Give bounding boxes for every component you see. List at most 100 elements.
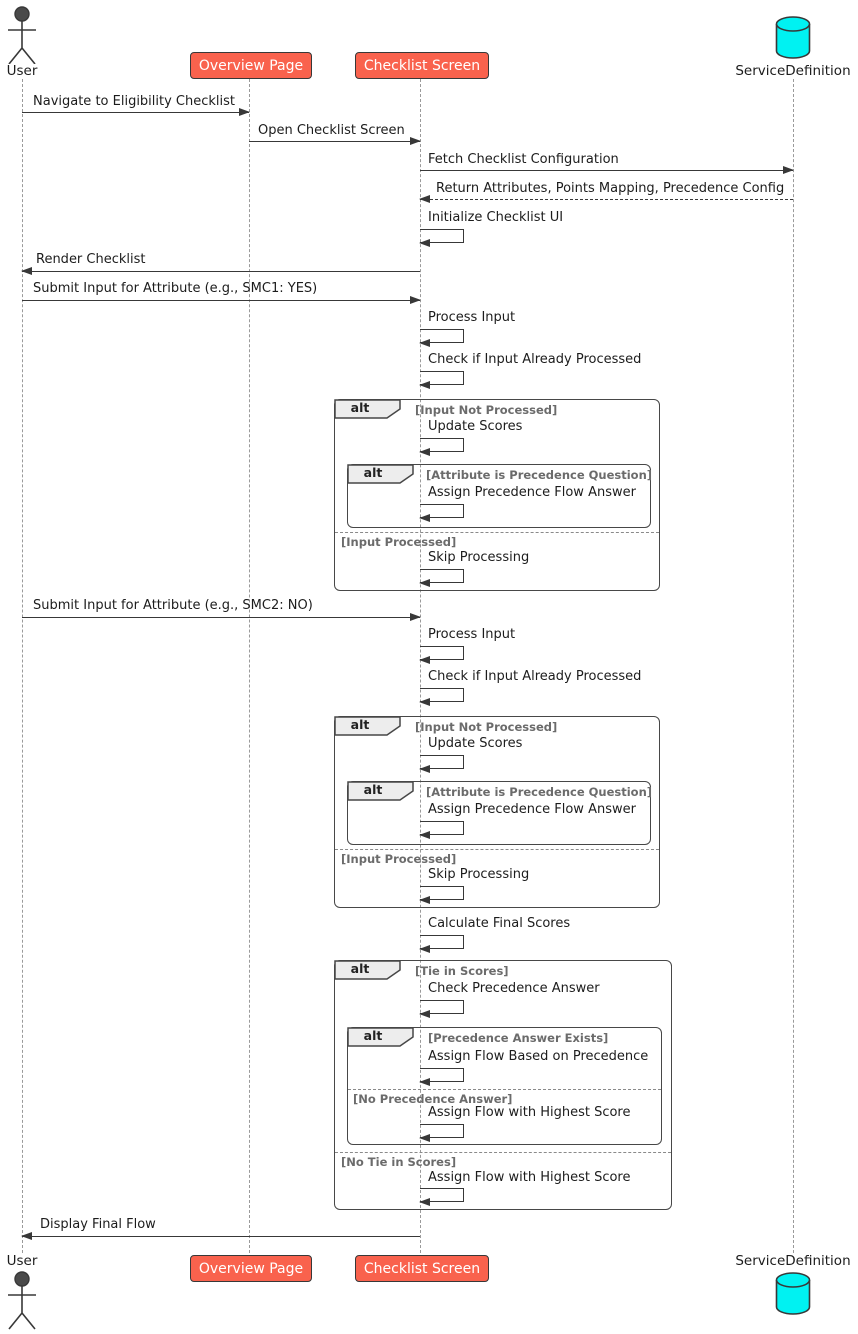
- message-arrow: [21, 1232, 420, 1241]
- database-icon: [775, 16, 811, 59]
- message-label: Calculate Final Scores: [428, 916, 571, 931]
- guard-label: [Input Not Processed]: [415, 403, 558, 417]
- arrowhead-left: [419, 380, 430, 389]
- message-label: Submit Input for Attribute (e.g., SMC1: …: [33, 281, 318, 296]
- arrowhead-right: [783, 166, 794, 175]
- message-label: Assign Precedence Flow Answer: [428, 485, 636, 500]
- alt-frame-2-nested: alt [Attribute is Precedence Question]: [347, 781, 653, 845]
- arrowhead-left: [419, 1009, 430, 1018]
- participant-label: Overview Page: [198, 1260, 304, 1277]
- participant-label: Overview Page: [198, 57, 304, 74]
- guard-label: [No Precedence Answer]: [353, 1092, 513, 1106]
- self-message-arrow: [419, 438, 464, 456]
- self-message-arrow: [419, 1124, 464, 1142]
- alt-tab: alt: [347, 464, 415, 484]
- message-label: Display Final Flow: [40, 1217, 156, 1232]
- arrowhead-right: [239, 108, 250, 117]
- message-label: Navigate to Eligibility Checklist: [33, 94, 236, 109]
- participant-overview-page-bottom: Overview Page: [190, 1255, 312, 1282]
- actor-label-top: User: [6, 63, 38, 79]
- alt-tab-label: alt: [350, 717, 370, 732]
- guard-label: [Attribute is Precedence Question]: [426, 468, 653, 482]
- message-label: Check if Input Already Processed: [428, 669, 642, 684]
- self-message-arrow: [419, 371, 464, 389]
- alt-tab-label: alt: [363, 782, 383, 797]
- alt-tab: alt: [347, 781, 415, 801]
- lifeline-checklist-screen: [419, 79, 421, 1253]
- arrowhead-left: [419, 338, 430, 347]
- alt-tab: alt: [334, 960, 402, 980]
- arrowhead-left: [419, 447, 430, 456]
- database-label-bottom: ServiceDefinition: [735, 1253, 851, 1269]
- alt-divider: [335, 1152, 671, 1153]
- alt-tab-label: alt: [350, 961, 370, 976]
- message-label: Skip Processing: [428, 550, 530, 565]
- participant-label: Checklist Screen: [363, 1260, 481, 1277]
- guard-label: [No Tie in Scores]: [341, 1155, 457, 1169]
- arrowhead-left: [419, 1077, 430, 1086]
- alt-tab-label: alt: [363, 465, 383, 480]
- guard-label: [Tie in Scores]: [415, 964, 509, 978]
- self-message-arrow: [419, 821, 464, 839]
- message-label: Update Scores: [428, 736, 523, 751]
- self-message-arrow: [419, 1000, 464, 1018]
- self-message-arrow: [419, 1068, 464, 1086]
- alt-frame-3: alt [Tie in Scores] [No Tie in Scores]: [334, 960, 672, 1210]
- alt-tab: alt: [347, 1027, 415, 1047]
- guard-label: [Input Processed]: [341, 535, 457, 549]
- guard-label: [Attribute is Precedence Question]: [426, 785, 653, 799]
- arrowhead-left: [419, 830, 430, 839]
- alt-divider: [335, 532, 659, 533]
- alt-tab: alt: [334, 399, 402, 419]
- arrowhead-left: [21, 267, 32, 276]
- message-label: Process Input: [428, 627, 516, 642]
- message-arrow: [249, 137, 421, 146]
- arrowhead-left: [419, 513, 430, 522]
- arrowhead-left: [419, 578, 430, 587]
- self-message-arrow: [419, 688, 464, 706]
- message-label: Assign Precedence Flow Answer: [428, 802, 636, 817]
- alt-frame-2: alt [Input Not Processed] [Input Process…: [334, 716, 660, 908]
- self-message-arrow: [419, 329, 464, 347]
- arrowhead-right: [410, 613, 421, 622]
- alt-frame-3-nested: alt [Precedence Answer Exists] [No Prece…: [347, 1027, 662, 1145]
- database-icon: [775, 1272, 811, 1315]
- arrowhead-left: [419, 195, 430, 204]
- return-message-arrow: [419, 195, 793, 204]
- message-label: Check if Input Already Processed: [428, 352, 642, 367]
- alt-frame-1-nested: alt [Attribute is Precedence Question]: [347, 464, 653, 528]
- arrowhead-right: [410, 296, 421, 305]
- self-message-arrow: [419, 755, 464, 773]
- alt-tab-label: alt: [350, 400, 370, 415]
- arrowhead-left: [419, 655, 430, 664]
- message-label: Check Precedence Answer: [428, 981, 600, 996]
- arrowhead-left: [21, 1232, 32, 1241]
- lifeline-servicedefinition: [792, 79, 794, 1253]
- actor-label-bottom: User: [6, 1253, 38, 1269]
- message-label: Initialize Checklist UI: [428, 210, 564, 225]
- message-label: Assign Flow Based on Precedence: [428, 1049, 649, 1064]
- participant-checklist-screen-bottom: Checklist Screen: [355, 1255, 489, 1282]
- message-arrow: [22, 296, 421, 305]
- self-message-arrow: [419, 569, 464, 587]
- message-label: Skip Processing: [428, 867, 530, 882]
- participant-label: Checklist Screen: [363, 57, 481, 74]
- self-message-arrow: [419, 646, 464, 664]
- arrowhead-left: [419, 697, 430, 706]
- guard-label: [Input Processed]: [341, 852, 457, 866]
- message-label: Process Input: [428, 310, 516, 325]
- message-label: Open Checklist Screen: [258, 123, 405, 138]
- lifeline-user: [21, 79, 23, 1253]
- message-arrow: [21, 267, 420, 276]
- self-message-arrow: [419, 504, 464, 522]
- message-label: Return Attributes, Points Mapping, Prece…: [436, 181, 785, 196]
- arrowhead-right: [410, 137, 421, 146]
- arrowhead-left: [419, 764, 430, 773]
- message-arrow: [22, 108, 250, 117]
- guard-label: [Precedence Answer Exists]: [428, 1031, 609, 1045]
- message-arrow: [22, 613, 421, 622]
- message-label: Fetch Checklist Configuration: [428, 152, 619, 167]
- message-label: Assign Flow with Highest Score: [428, 1105, 631, 1120]
- alt-tab: alt: [334, 716, 402, 736]
